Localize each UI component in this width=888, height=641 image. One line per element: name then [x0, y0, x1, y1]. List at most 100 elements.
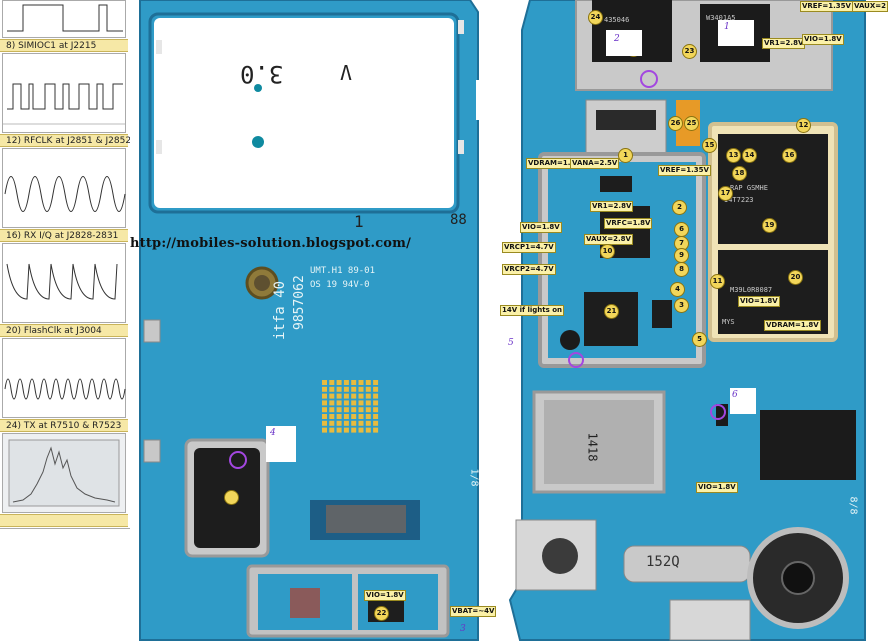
marker: 9	[674, 248, 689, 263]
bga-pad	[336, 427, 342, 433]
bga-pad	[343, 427, 349, 433]
silk-sim-mark: 1418	[585, 432, 600, 462]
bga-pad	[358, 400, 364, 406]
marker: 21	[604, 304, 619, 319]
marker: 20	[788, 270, 803, 285]
marker: 25	[684, 116, 699, 131]
bga-pad	[351, 414, 357, 419]
bga-pad	[351, 386, 357, 392]
bga-pad	[365, 407, 371, 413]
scope-trace-simioc1	[2, 53, 126, 133]
marker: 3	[674, 298, 689, 313]
bga-pad	[365, 380, 371, 385]
bga-pad	[358, 407, 364, 413]
highlight-box-3	[266, 426, 296, 462]
scope-label-empty	[0, 514, 128, 527]
marker: 13	[726, 148, 741, 163]
bga-pad	[343, 380, 349, 385]
voltage-label: VR1=2.8V	[590, 201, 634, 212]
region-number: 2	[614, 34, 620, 44]
bga-pad	[336, 386, 342, 392]
bga-pad	[322, 386, 327, 392]
bga-pad	[373, 386, 379, 392]
chip-mark-6: MYS	[722, 318, 735, 326]
scope-label-4: 20) FlashClk at J3004	[0, 324, 128, 337]
region-number: 6	[732, 390, 738, 400]
silk-display-mark: 3.0	[240, 60, 284, 88]
marker: 5	[692, 332, 707, 347]
chip-mark-2: W3401A5	[706, 14, 736, 22]
chip-mark-4: RAP GSMHE	[730, 184, 768, 192]
marker: 2	[672, 200, 687, 215]
marker: 11	[710, 274, 725, 289]
voltage-label: VRFC=1.8V	[604, 218, 653, 229]
voltage-label: VIO=1.8V	[364, 590, 406, 601]
bga-pad	[343, 393, 349, 399]
silk-display-mark2: V	[340, 60, 353, 84]
bga-pad	[322, 380, 327, 385]
bga-pad	[358, 427, 364, 433]
marker	[224, 490, 239, 505]
bga-pad	[343, 400, 349, 406]
marker: 6	[674, 222, 689, 237]
silk-board-code: UMT.H1 89-01	[310, 266, 376, 276]
bga-pad	[322, 393, 327, 399]
scope-label-2: 12) RFCLK at J2851 & J2852	[0, 134, 131, 147]
voltage-label: VIO=1.8V	[696, 482, 738, 493]
marker: 15	[702, 138, 717, 153]
silk-board-code2: OS 19 94V-0	[310, 280, 370, 290]
marker: 12	[796, 118, 811, 133]
bga-pad	[336, 407, 342, 413]
scope-trace-flashclk	[2, 338, 126, 418]
marker: 22	[374, 606, 389, 621]
bga-pad	[365, 400, 371, 406]
vibra-motor	[623, 545, 751, 583]
marker: 16	[782, 148, 797, 163]
bga-pad	[329, 393, 335, 399]
voltage-label: VREF=1.35V	[800, 1, 853, 12]
voltage-label: VRCP2=4.7V	[502, 264, 556, 275]
marker: 18	[732, 166, 747, 181]
bga-pad	[373, 407, 379, 413]
region-number: 1	[724, 22, 730, 32]
bga-pad	[373, 420, 379, 426]
bga-pad	[373, 400, 379, 406]
bga-pad	[343, 420, 349, 426]
screw-hole-2	[254, 84, 262, 92]
highlight-box-2	[718, 20, 754, 46]
voltage-label: VIO=1.8V	[738, 296, 780, 307]
bga-pad	[358, 393, 364, 399]
region-number: 5	[508, 338, 514, 348]
bga-pad	[365, 420, 371, 426]
bga-pad	[329, 427, 335, 433]
highlight-box-1	[606, 30, 642, 56]
marker: 17	[718, 186, 733, 201]
marker: 19	[762, 218, 777, 233]
bga-pad	[322, 420, 327, 426]
voltage-label: VBAT=~4V	[450, 606, 497, 617]
voltage-label: VRCP1=4.7V	[502, 242, 556, 253]
bga-pad	[329, 420, 335, 426]
scope-trace-rfclk	[2, 148, 126, 228]
silk-num-1: 1	[354, 212, 364, 231]
bga-pad	[351, 420, 357, 426]
bga-pad	[336, 393, 342, 399]
bga-pad	[322, 427, 327, 433]
bga-pad	[343, 386, 349, 392]
marker: 8	[674, 262, 689, 277]
bga-pad	[329, 386, 335, 392]
chip-mark-1: 435046	[604, 16, 630, 24]
bga-pad	[336, 400, 342, 406]
bga-pad	[343, 414, 349, 419]
marker: 26	[668, 116, 683, 131]
voltage-label: VIO=1.8V	[802, 34, 844, 45]
silk-page-left: 1/8	[468, 468, 480, 487]
region-number: 4	[270, 428, 276, 438]
bga-pad	[365, 393, 371, 399]
bga-pad	[351, 380, 357, 385]
bga-pad-grid	[320, 378, 380, 434]
bga-pad	[336, 414, 342, 419]
watermark-url: http://mobiles-solution.blogspot.com/	[130, 236, 412, 251]
bga-pad	[336, 380, 342, 385]
bga-pad	[329, 414, 335, 419]
